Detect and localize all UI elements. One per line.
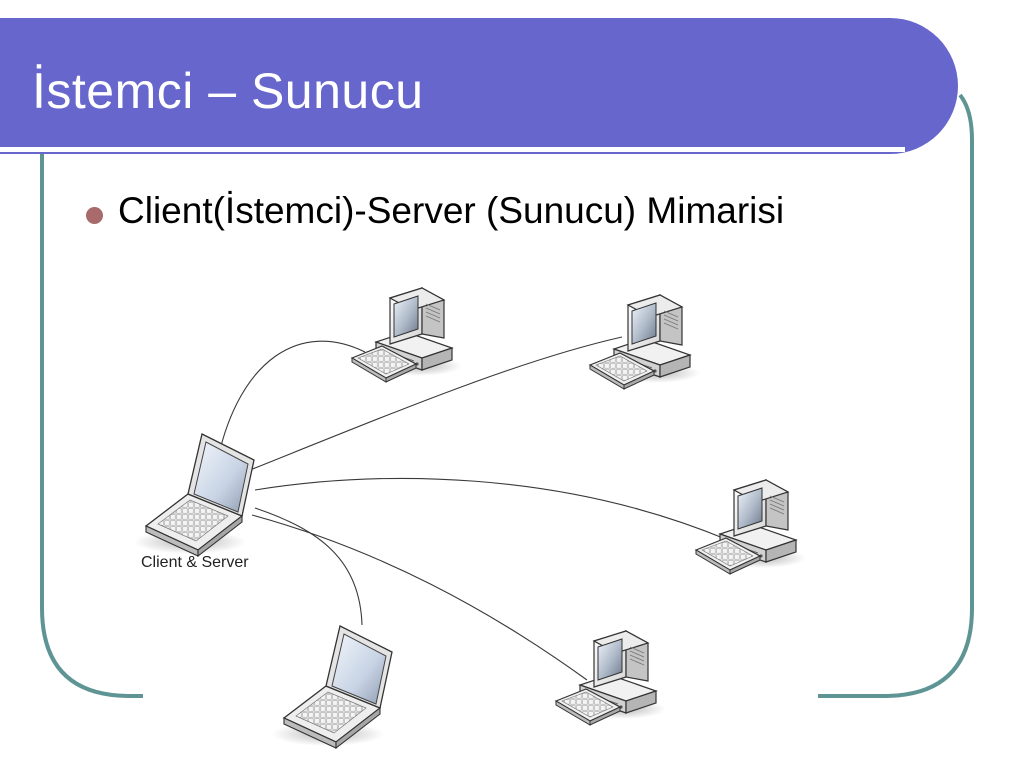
title-underline: [0, 147, 905, 152]
connection-line: [217, 340, 366, 459]
hub-caption: Client & Server: [141, 554, 249, 571]
laptop-icon: [271, 625, 393, 749]
connection-line: [254, 477, 729, 541]
bullet-text: Client(İstemci)-Server (Sunucu) Mimarisi: [118, 190, 785, 231]
frame-right-border: [818, 93, 974, 698]
connection-line: [251, 514, 588, 681]
frame-left-border: [40, 150, 143, 698]
desktop-computer-icon: [589, 294, 701, 390]
slide-title: İstemci – Sunucu: [32, 63, 424, 119]
connection-lines: [217, 336, 729, 681]
connection-line: [249, 336, 623, 471]
desktop-computer-icon: [695, 479, 807, 575]
bullet-icon: [86, 207, 103, 224]
title-bar: İstemci – Sunucu: [0, 18, 958, 154]
laptop-icon: [133, 433, 255, 557]
connection-line: [254, 507, 363, 626]
desktop-computer-icon: [555, 630, 667, 726]
desktop-computer-icon: [351, 287, 463, 383]
